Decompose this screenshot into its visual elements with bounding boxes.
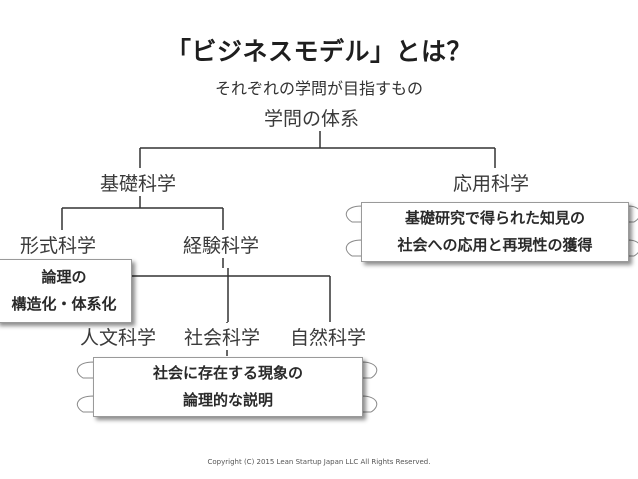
callout-applied-line-1: 基礎研究で得られた知見の bbox=[404, 209, 585, 227]
callout-formal-science: 論理の 構造化・体系化 bbox=[0, 259, 132, 323]
copyright-notice: Copyright (C) 2015 Lean Startup Japan LL… bbox=[207, 458, 431, 466]
callout-applied-science: 基礎研究で得られた知見の 社会への応用と再現性の獲得 bbox=[361, 202, 629, 262]
node-natural-science: 自然科学 bbox=[288, 323, 369, 350]
node-empirical-science: 経験科学 bbox=[181, 231, 262, 258]
callout-empirical-line-1: 社会に存在する現象の bbox=[152, 364, 303, 382]
node-formal-science: 形式科学 bbox=[18, 231, 99, 258]
slide-subtitle: それぞれの学問が目指すもの bbox=[214, 79, 423, 98]
callout-empirical-line-2: 論理的な説明 bbox=[182, 391, 273, 409]
callout-formal-line-2: 構造化・体系化 bbox=[11, 295, 117, 313]
callout-empirical-science: 社会に存在する現象の 論理的な説明 bbox=[93, 357, 363, 417]
root-connector bbox=[139, 130, 496, 168]
node-humanities: 人文科学 bbox=[78, 323, 159, 350]
slide-title: 「ビジネスモデル」とは？ bbox=[165, 37, 472, 66]
node-applied-science: 応用科学 bbox=[451, 169, 532, 196]
node-root: 学問の体系 bbox=[262, 104, 362, 131]
callout-applied-line-2: 社会への応用と再現性の獲得 bbox=[397, 236, 593, 254]
node-social-science: 社会科学 bbox=[182, 323, 263, 350]
basic-connector bbox=[61, 194, 224, 230]
callout-formal-line-1: 論理の bbox=[41, 268, 87, 286]
node-basic-science: 基礎科学 bbox=[98, 169, 179, 196]
